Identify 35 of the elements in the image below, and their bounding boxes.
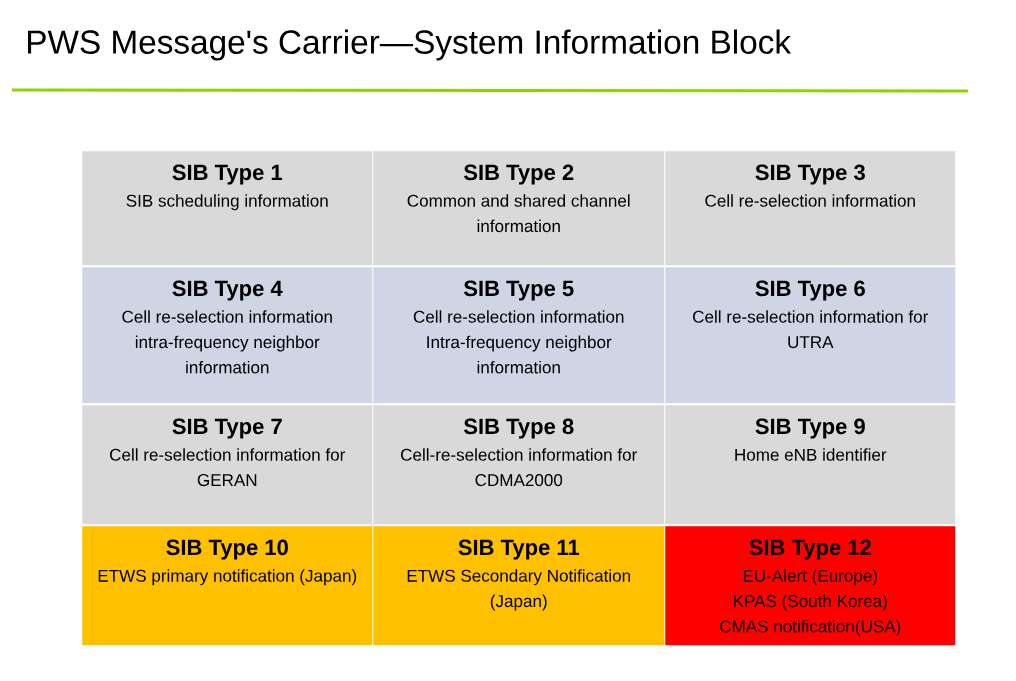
table-cell: SIB Type 8 Cell-re-selection information for CDMA2000 bbox=[373, 405, 665, 525]
table-cell: SIB Type 3 Cell re-selection information bbox=[665, 151, 956, 266]
table-cell: SIB Type 2 Common and shared channel information bbox=[373, 151, 665, 266]
node-label: Cell re-selection information intra-frequency neighbor information bbox=[122, 310, 332, 374]
node-label: SIB Type 8 bbox=[463, 418, 574, 439]
node-label: Cell re-selection information for UTRA bbox=[693, 310, 929, 349]
node-label: ETWS primary notification (Japan) bbox=[98, 569, 357, 586]
table-cell: SIB Type 4 Cell re-selection information intra-frequency neighbor information bbox=[82, 267, 373, 404]
node-label: SIB Type 3 bbox=[755, 164, 865, 185]
node-label: SIB Type 5 bbox=[463, 280, 574, 301]
node-label: SIB scheduling information bbox=[126, 194, 328, 211]
table-cell: SIB Type 6 Cell re-selection information for UTRA bbox=[665, 267, 956, 404]
table-cell: SIB Type 9 Home eNB identifier bbox=[665, 405, 956, 525]
node-label: Cell re-selection information bbox=[705, 194, 915, 207]
node-label: SIB Type 4 bbox=[172, 280, 283, 301]
node-label: SIB Type 1 bbox=[172, 164, 283, 185]
table-cell: SIB Type 11 ETWS Secondary Notification (Japan) bbox=[373, 526, 665, 646]
node-label: Common and shared channel information bbox=[407, 194, 630, 233]
node-label: ETWS Secondary Notification (Japan) bbox=[407, 569, 631, 611]
table-cell: SIB Type 5 Cell re-selection information Intra-frequency neighbor information bbox=[373, 267, 665, 404]
node-label: SIB Type 7 bbox=[172, 418, 282, 439]
table-cell: SIB Type 1 SIB scheduling information bbox=[82, 151, 373, 266]
node-label: SIB Type 2 bbox=[463, 164, 574, 185]
table-cell: SIB Type 10 ETWS primary notification (Japan) bbox=[82, 526, 373, 646]
table-cell: SIB Type 7 Cell re-selection information for GERAN bbox=[82, 405, 373, 525]
node-label: Cell re-selection information Intra-frequency neighbor information bbox=[413, 310, 624, 374]
node-label: Home eNB identifier bbox=[735, 448, 887, 461]
slide-title: PWS Message's Carrier—System Information Block bbox=[28, 29, 792, 61]
node-label: SIB Type 9 bbox=[755, 418, 865, 439]
node-label: Cell re-selection information for GERAN bbox=[110, 448, 346, 487]
node-label: SIB Type 10 bbox=[166, 539, 288, 560]
node-label: SIB Type 11 bbox=[458, 539, 580, 560]
node-label: Cell-re-selection information for CDMA2000 bbox=[401, 448, 637, 487]
table-cell: SIB Type 12 EU-Alert (Europe) KPAS (South Korea) CMAS notification(USA) bbox=[665, 526, 956, 646]
node-label: SIB Type 6 bbox=[755, 280, 865, 301]
